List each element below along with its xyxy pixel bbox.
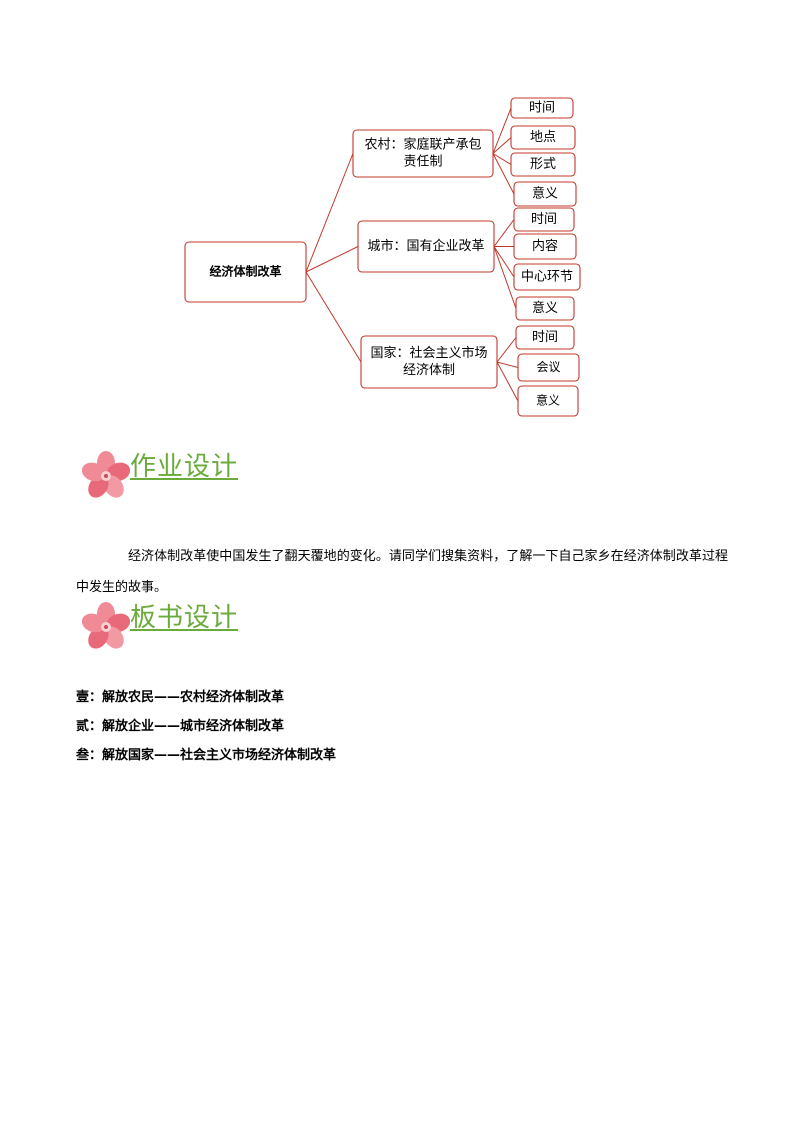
leaf-node-3-1: 时间 (515, 325, 575, 350)
connector-branch-1-leaf-2 (492, 137, 512, 154)
leaf-node-2-1-label: 时间 (531, 212, 557, 227)
leaf-node-1-2: 地点 (510, 125, 576, 150)
homework-text: 经济体制改革使中国发生了翻天覆地的变化。请同学们搜集资料，了解一下自己家乡在经济… (76, 549, 728, 595)
root-node-label: 经济体制改革 (209, 264, 281, 279)
leaf-node-1-3-label: 形式 (530, 157, 556, 172)
leaf-node-1-3: 形式 (510, 152, 576, 177)
leaf-node-2-3-label: 中心环节 (521, 270, 573, 285)
connector-branch-3-leaf-1 (496, 337, 517, 363)
connector-branch-1-leaf-4 (492, 153, 515, 195)
connector-branch-1-leaf-3 (492, 153, 512, 165)
leaf-node-1-2-box (510, 125, 576, 150)
connector-branch-2-leaf-1 (493, 219, 515, 247)
branch-node-2-label: 城市：国有企业改革 (367, 238, 484, 254)
branch-node-3-label: 国家：社会主义市场 (370, 345, 487, 361)
branch-node-3: 国家：社会主义市场经济体制 (360, 335, 498, 389)
root-node-box (184, 241, 307, 303)
leaf-node-1-2-label: 地点 (530, 130, 556, 145)
leaf-node-1-1-box (510, 97, 574, 119)
board-title: 板书设计 (130, 603, 239, 633)
board-item-1: 壹：解放农民——农村经济体制改革 (76, 690, 285, 705)
leaf-node-3-1-box (515, 325, 575, 350)
homework-title: 作业设计 (130, 452, 239, 482)
leaf-node-2-2-box (513, 233, 577, 260)
branch-node-1-label: 农村：家庭联产承包 (364, 137, 481, 153)
board-item-2: 贰：解放企业——城市经济体制改革 (76, 719, 285, 734)
mind-map-diagram: 经济体制改革农村：家庭联产承包责任制时间地点形式意义城市：国有企业改革时间内容中… (184, 97, 581, 417)
board-item-3: 叁：解放国家——社会主义市场经济体制改革 (76, 748, 337, 763)
leaf-node-1-4-box (513, 181, 577, 207)
flower-icon (81, 451, 131, 498)
leaf-node-2-4: 意义 (515, 296, 575, 321)
leaf-node-2-1: 时间 (513, 207, 575, 232)
leaf-node-3-3: 意义 (517, 385, 579, 417)
leaf-node-1-1-label: 时间 (529, 101, 555, 116)
connector-branch-3-leaf-3 (496, 361, 519, 402)
leaf-node-2-4-label: 意义 (532, 300, 558, 316)
branch-node-1-label: 责任制 (403, 155, 442, 170)
root-node: 经济体制改革 (184, 241, 307, 303)
branch-node-1-box (352, 129, 494, 178)
homework-section-header: 作业设计 (78, 446, 378, 502)
flower-icon (81, 602, 131, 649)
leaf-node-2-3-box (513, 263, 581, 291)
leaf-node-1-3-box (510, 152, 576, 177)
board-list: 壹：解放农民——农村经济体制改革 贰：解放企业——城市经济体制改革 叁：解放国家… (76, 683, 336, 770)
leaf-node-2-4-box (515, 296, 575, 321)
leaf-node-3-1-label: 时间 (532, 330, 558, 345)
branch-node-3-label: 经济体制 (403, 363, 455, 378)
leaf-node-2-2-label: 内容 (532, 238, 558, 254)
board-section-header: 板书设计 (78, 597, 378, 653)
connector-branch-2-leaf-3 (493, 246, 515, 278)
connector-root-branch-2 (305, 246, 359, 273)
leaf-node-3-3-label: 意义 (536, 393, 560, 408)
leaf-node-1-4: 意义 (513, 181, 577, 207)
connector-root-branch-1 (305, 153, 354, 273)
leaf-node-2-2: 内容 (513, 233, 577, 260)
mind-map-connectors (305, 107, 519, 402)
branch-node-2-box (357, 220, 495, 273)
leaf-node-3-2: 会议 (517, 353, 580, 382)
leaf-node-3-2-box (517, 353, 580, 382)
leaf-node-2-3: 中心环节 (513, 263, 581, 291)
leaf-node-1-1: 时间 (510, 97, 574, 119)
connector-branch-2-leaf-4 (493, 246, 517, 309)
leaf-node-3-2-label: 会议 (536, 360, 560, 374)
branch-node-3-box (360, 335, 498, 389)
connector-branch-1-leaf-1 (492, 107, 512, 154)
leaf-node-3-3-box (517, 385, 579, 417)
branch-node-2: 城市：国有企业改革 (357, 220, 495, 273)
connector-root-branch-3 (305, 271, 362, 363)
leaf-node-1-4-label: 意义 (532, 186, 558, 202)
mind-map-nodes: 经济体制改革农村：家庭联产承包责任制时间地点形式意义城市：国有企业改革时间内容中… (184, 97, 581, 417)
connector-branch-3-leaf-2 (496, 361, 519, 368)
leaf-node-2-1-box (513, 207, 575, 232)
